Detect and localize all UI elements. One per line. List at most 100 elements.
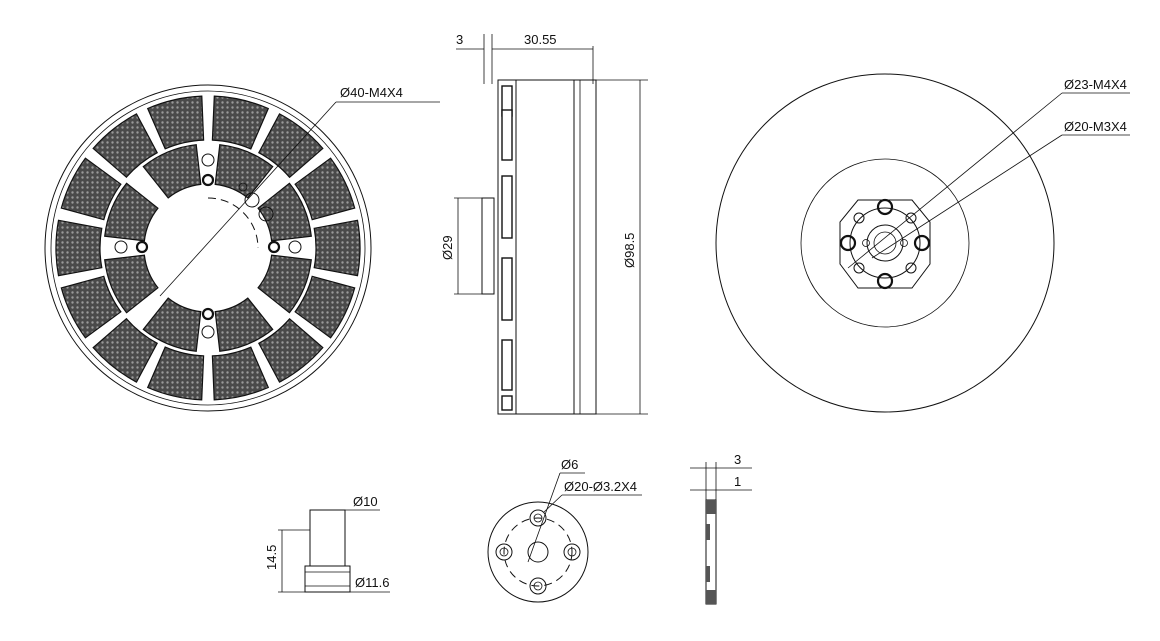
screw-hole-icon	[853, 212, 865, 224]
outer-vent-slot	[211, 95, 270, 150]
front-leader-line	[159, 101, 337, 297]
plate-step-label: 1	[734, 474, 741, 489]
outer-vent-slot	[313, 219, 361, 277]
back-inner-pattern-label: Ø20-M3X4	[1064, 119, 1127, 134]
plate-outer	[487, 501, 589, 603]
hole-icon	[201, 307, 215, 321]
front-bolt-circle-label: Ø40-M4X4	[340, 85, 403, 100]
outer-vent-slot	[257, 113, 324, 179]
plate-hole-inner	[499, 547, 509, 557]
hub-flange	[839, 199, 931, 289]
spacer-body	[309, 509, 346, 567]
plate-hole-inner	[533, 581, 543, 591]
mount-holes	[114, 153, 302, 339]
plate-hole-icon	[529, 509, 547, 527]
inner-vent-slot	[214, 297, 274, 352]
hub-bore	[873, 231, 897, 255]
front-outer-rim	[44, 84, 372, 412]
screw-hole-icon	[853, 262, 865, 274]
outer-vent-slot	[60, 275, 122, 339]
plate-hole-pattern-label: Ø20-Ø3.2X4	[564, 479, 637, 494]
outer-vent-slot	[92, 113, 159, 179]
inner-vent-slot	[104, 254, 159, 314]
plate-leader-line	[543, 494, 563, 513]
outer-vent-slot	[55, 219, 103, 277]
outer-vent-slot	[92, 317, 159, 383]
hole-icon	[238, 182, 248, 192]
small-hole-icon	[900, 239, 908, 247]
plate-hole-icon	[495, 543, 513, 561]
plate-bolt-circle	[503, 517, 573, 587]
outer-vent-slot	[257, 317, 324, 383]
inner-vent-slot	[214, 144, 274, 199]
plate-hole-icon	[529, 577, 547, 595]
screw-hole-icon	[905, 262, 917, 274]
front-inner-rim	[50, 90, 366, 406]
spacer-bottom-dia-label: Ø11.6	[355, 575, 389, 590]
section-hatch	[706, 524, 710, 540]
side-vent-slots	[501, 85, 513, 411]
inner-vent-slot	[142, 144, 202, 199]
section-hatch	[706, 566, 710, 582]
outer-vent-slot	[60, 157, 122, 221]
inner-vent-slots	[104, 144, 312, 352]
hole-icon	[267, 240, 281, 254]
adapter-plate: Ø6 Ø20-Ø3.2X4	[487, 457, 642, 603]
hole-icon	[258, 206, 274, 222]
side-vent-slot	[501, 109, 513, 161]
back-leader-line	[847, 92, 1063, 269]
hex-hole-icon	[201, 325, 215, 339]
inner-vent-slot	[257, 182, 312, 242]
front-view: Ø40-M4X4	[44, 84, 440, 412]
side-outer-dia-label: Ø98.5	[622, 233, 637, 268]
back-outer-pattern-label: Ø23-M4X4	[1064, 77, 1127, 92]
plate-center-hole-label: Ø6	[561, 457, 578, 472]
back-outer-circle	[715, 73, 1055, 413]
bolt-circle-arc	[207, 197, 259, 249]
back-leader-line	[871, 134, 1063, 259]
side-shaft-dia-label: Ø29	[440, 235, 455, 260]
side-top-offset-label: 3	[456, 32, 463, 47]
hole-icon	[244, 192, 260, 208]
small-hole-icon	[862, 239, 870, 247]
inner-vent-slot	[257, 254, 312, 314]
section-body	[705, 499, 717, 605]
outer-vent-slot	[294, 157, 356, 221]
inner-vent-slot	[142, 297, 202, 352]
hex-hole-icon	[288, 240, 302, 254]
outer-vent-slot	[294, 275, 356, 339]
outer-vent-slots	[55, 95, 361, 401]
hub-center	[866, 224, 904, 262]
outer-vent-slot	[146, 346, 205, 401]
shaft	[481, 197, 495, 295]
outer-vent-slot	[146, 95, 205, 150]
hole-icon	[201, 173, 215, 187]
bolt-hole-icon	[839, 234, 857, 252]
back-mid-circle	[800, 158, 970, 328]
side-vent-slot	[501, 257, 513, 321]
side-vent-slot	[501, 339, 513, 391]
spacer-height-label: 14.5	[264, 545, 279, 570]
side-length-label: 30.55	[524, 32, 557, 47]
hub-ring	[849, 207, 921, 279]
outer-vent-slot	[211, 346, 270, 401]
rotor-bell	[515, 79, 575, 415]
plate-thickness-label: 3	[734, 452, 741, 467]
side-vent-slot	[501, 175, 513, 239]
bolt-hole-icon	[913, 234, 931, 252]
side-vent-slot	[501, 395, 513, 411]
screw-hole-icon	[905, 212, 917, 224]
hex-hole-icon	[201, 153, 215, 167]
inner-vent-slot	[104, 182, 159, 242]
spacer-part: Ø10 Ø11.6 14.5	[264, 494, 390, 593]
back-view: Ø23-M4X4 Ø20-M3X4	[715, 73, 1130, 413]
spacer-collar	[304, 565, 351, 593]
section-hatch	[706, 590, 716, 604]
spacer-top-dia-label: Ø10	[353, 494, 378, 509]
bolt-hole-icon	[876, 198, 894, 216]
plate-hole-icon	[563, 543, 581, 561]
plate-section: 3 1	[690, 452, 752, 605]
plate-leader-line	[527, 472, 561, 563]
base-ring	[573, 79, 597, 415]
